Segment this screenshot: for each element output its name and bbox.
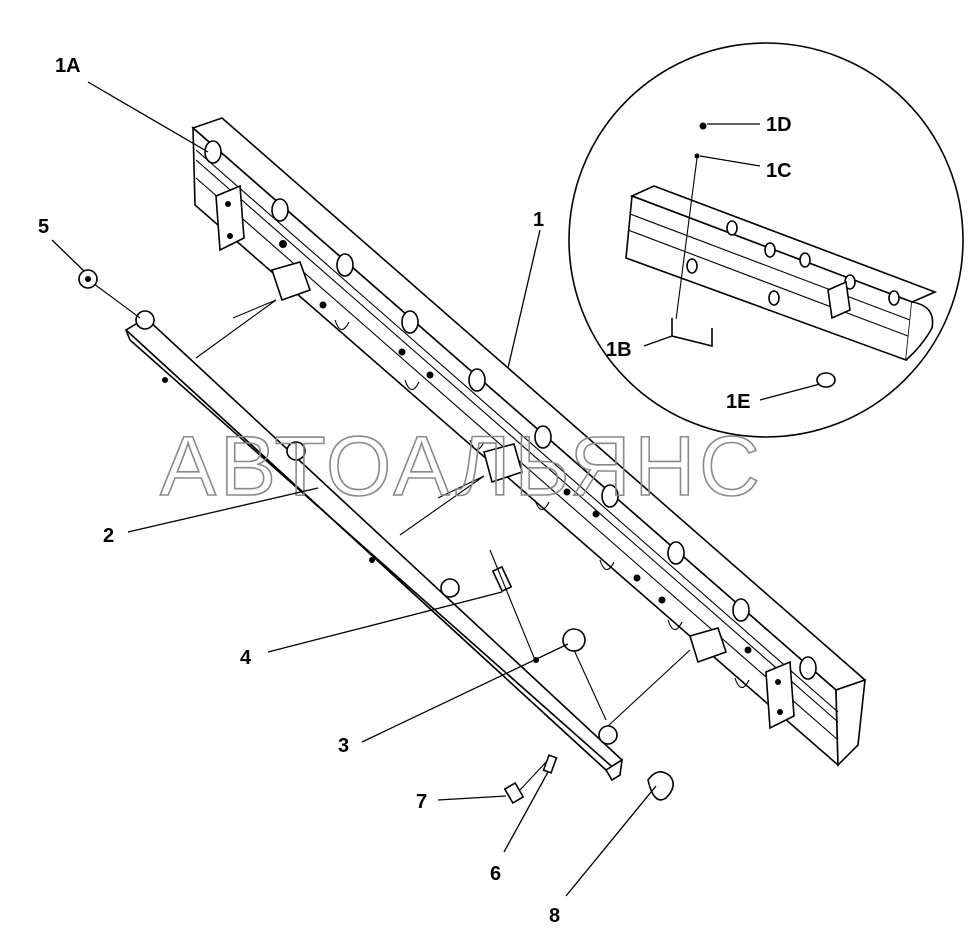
watermark-text: АВТОАЛЬЯНС <box>160 419 764 513</box>
leader-lines <box>51 81 821 897</box>
detail-inset <box>568 42 964 438</box>
callout-3: 3 <box>338 735 349 757</box>
beam-end-brackets <box>215 184 795 730</box>
callout-8: 8 <box>549 905 560 927</box>
beam-clips <box>204 140 817 689</box>
callout-6: 6 <box>490 863 501 885</box>
callout-1a: 1A <box>55 55 81 77</box>
callout-1d: 1D <box>766 114 792 136</box>
secondary-rail <box>124 310 624 782</box>
small-parts <box>78 269 674 805</box>
callout-1e: 1E <box>726 391 750 413</box>
callout-1b: 1B <box>606 339 632 361</box>
callout-2: 2 <box>103 525 114 547</box>
assembly-lines <box>85 277 691 727</box>
callout-7: 7 <box>416 791 427 813</box>
callout-4: 4 <box>240 647 252 669</box>
callout-labels: 1A 1 5 2 4 3 7 6 8 1D 1C 1B 1E <box>38 55 792 927</box>
callout-5: 5 <box>38 216 49 238</box>
callout-1: 1 <box>533 209 544 231</box>
callout-1c: 1C <box>766 160 792 182</box>
